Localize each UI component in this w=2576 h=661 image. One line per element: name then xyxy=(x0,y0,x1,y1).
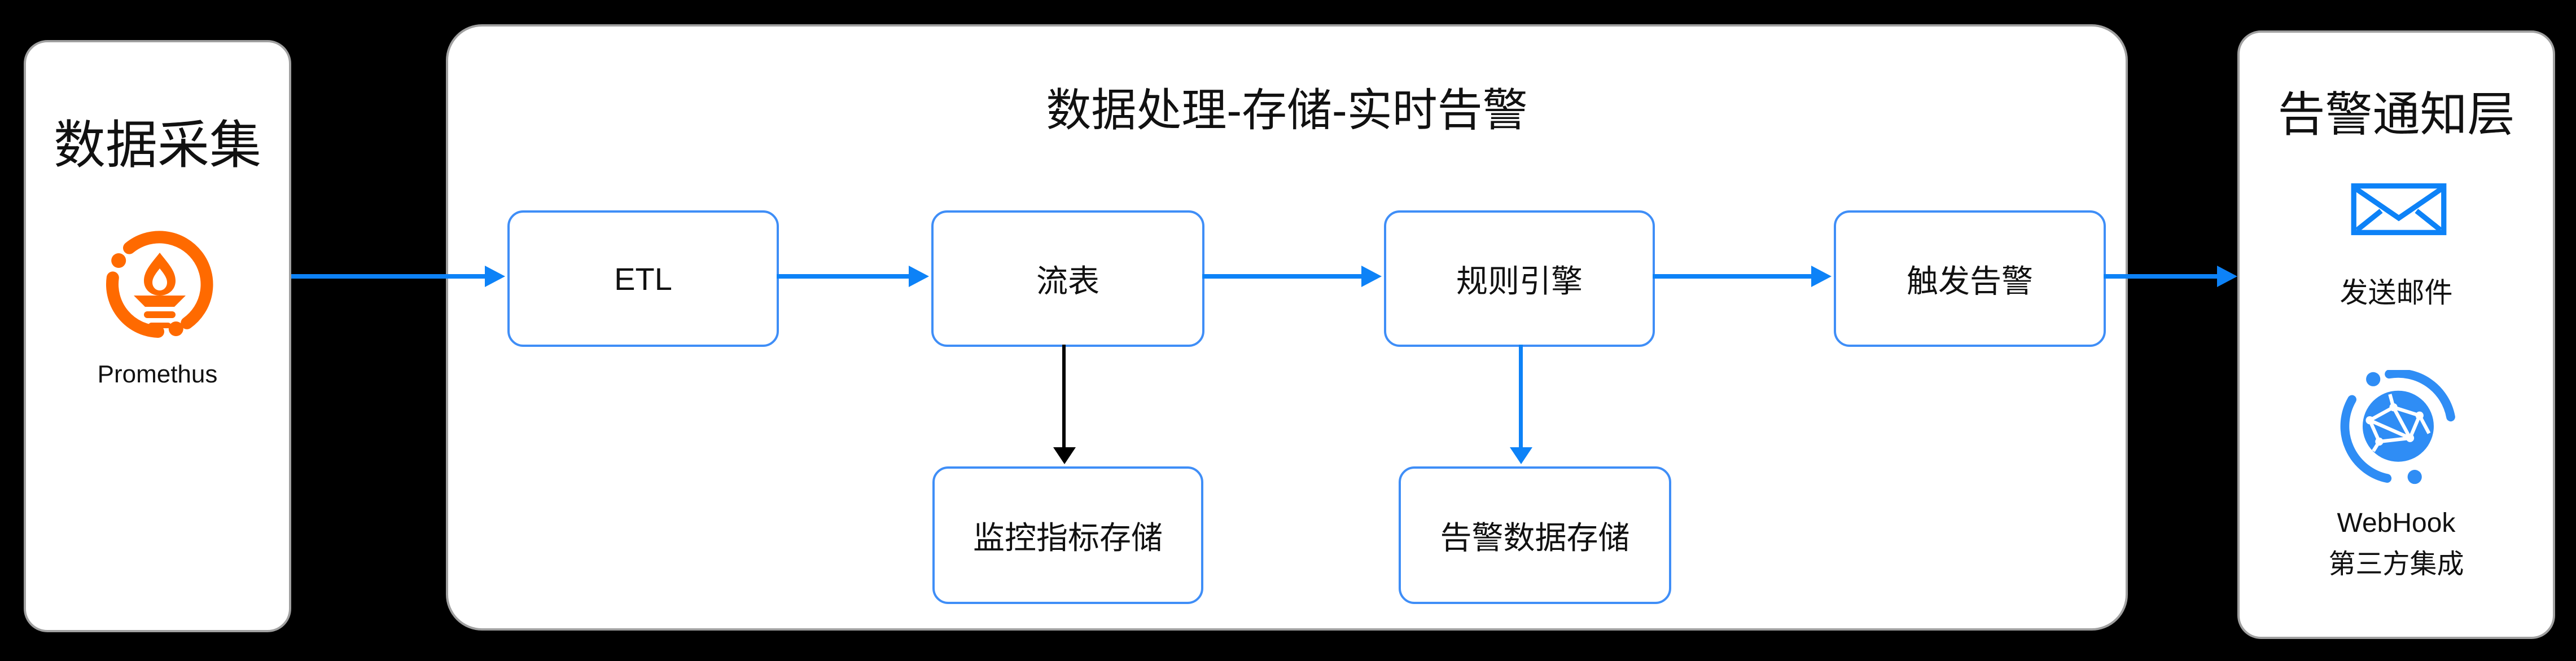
flow-box-label: ETL xyxy=(614,261,672,297)
panel-alert-notification: 告警通知层 发送邮件 xyxy=(2237,30,2555,639)
flow-box-rule-engine: 规则引擎 xyxy=(1384,210,1655,347)
envelope-icon xyxy=(2350,183,2447,236)
email-label: 发送邮件 xyxy=(2340,277,2453,309)
flow-box-alert-store: 告警数据存储 xyxy=(1399,466,1671,604)
panel-data-processing: 数据处理-存储-实时告警 ETL 流表 规则引擎 触发告警 监控指标存储 告警数… xyxy=(446,24,2128,631)
panel-title: 告警通知层 xyxy=(2277,88,2515,141)
arrow-rule-engine-to-alert-store xyxy=(1510,345,1532,464)
arrow-etl-to-stream-table xyxy=(777,266,929,287)
flow-box-label: 规则引擎 xyxy=(1456,263,1583,299)
arrow-stream-table-to-metric-store xyxy=(1053,345,1076,464)
flow-box-label: 触发告警 xyxy=(1907,263,2033,299)
webhook-globe-icon xyxy=(2339,370,2457,490)
flow-box-label: 流表 xyxy=(1036,263,1099,299)
panel-title: 数据处理-存储-实时告警 xyxy=(1046,85,1528,135)
arrow-rule-engine-to-trigger-alert xyxy=(1653,266,1832,287)
flow-box-label: 告警数据存储 xyxy=(1440,519,1630,556)
flow-box-stream-table: 流表 xyxy=(931,210,1204,347)
flow-box-trigger-alert: 触发告警 xyxy=(1834,210,2106,347)
prometheus-icon xyxy=(103,224,216,345)
flow-box-label: 监控指标存储 xyxy=(973,519,1163,556)
flow-box-etl: ETL xyxy=(507,210,779,347)
flow-box-metric-store: 监控指标存储 xyxy=(932,466,1203,604)
panel-data-collection: 数据采集 Promethus xyxy=(24,40,291,632)
panel-title: 数据采集 xyxy=(53,117,261,174)
arrow-trigger-alert-to-notification xyxy=(2104,266,2237,287)
prometheus-label: Promethus xyxy=(97,360,218,388)
arrow-collection-to-etl xyxy=(291,266,505,287)
webhook-label-line2: 第三方集成 xyxy=(2328,549,2464,579)
arrow-stream-table-to-rule-engine xyxy=(1202,266,1382,287)
webhook-label-line1: WebHook xyxy=(2337,508,2456,538)
